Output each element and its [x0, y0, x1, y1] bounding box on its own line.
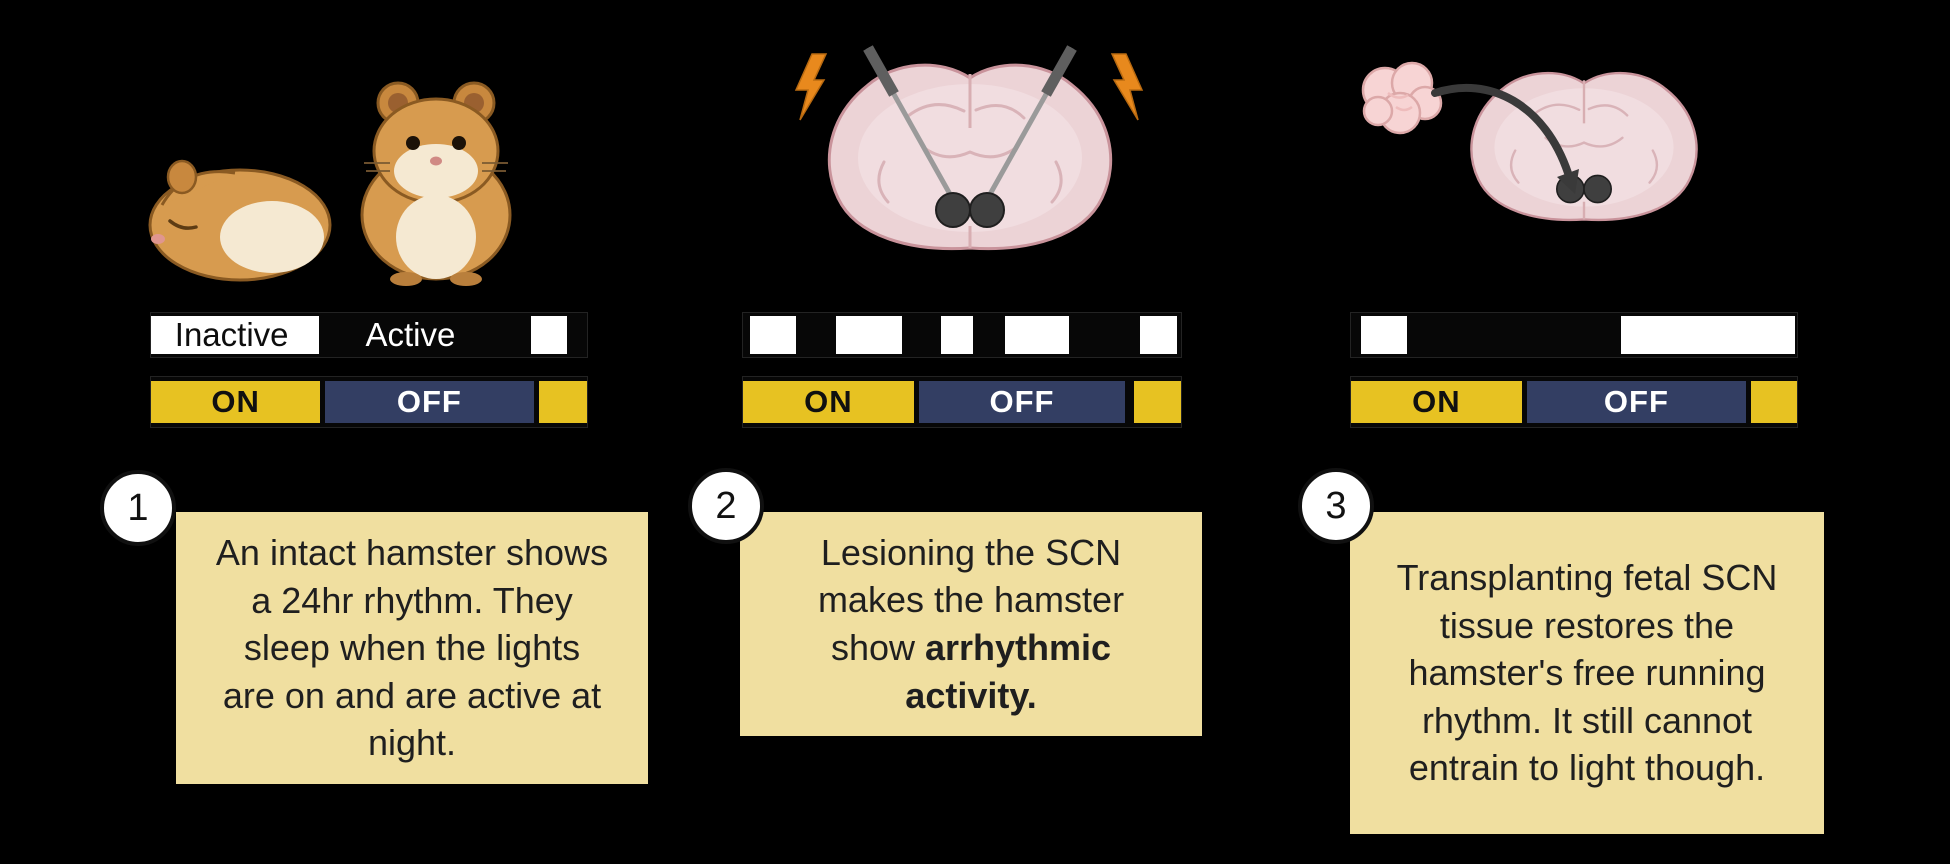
note-text-3: Transplanting fetal SCN tissue restores … — [1388, 554, 1786, 792]
activity-block — [151, 316, 319, 354]
activity-block — [1360, 316, 1407, 354]
activity-bar-3 — [1350, 312, 1798, 358]
activity-block — [1004, 316, 1070, 354]
activity-block — [1620, 316, 1795, 354]
light-segment-navy: OFF — [324, 381, 534, 423]
light-label: OFF — [396, 384, 462, 419]
lightning-bolt-icon — [1110, 53, 1144, 121]
sleeping-hamster-icon — [148, 159, 332, 282]
step-number-1: 1 — [100, 470, 176, 546]
activity-label: Inactive — [174, 316, 289, 353]
activity-bar-2 — [742, 312, 1182, 358]
step-number-2: 2 — [688, 468, 764, 544]
note-text-2: Lesioning the SCN makes the hamster show… — [778, 529, 1164, 719]
activity-label: Active — [365, 316, 456, 353]
scn-icon — [935, 192, 1005, 228]
note-box-1: An intact hamster shows a 24hr rhythm. T… — [176, 512, 648, 784]
step-number-3: 3 — [1298, 468, 1374, 544]
light-label: ON — [1412, 384, 1461, 419]
activity-block — [941, 316, 973, 354]
light-label: ON — [211, 384, 260, 419]
panel3-figure — [1330, 45, 1810, 290]
transplant-arrow-icon — [1431, 83, 1579, 194]
light-label: OFF — [1603, 384, 1669, 419]
note-box-2: Lesioning the SCN makes the hamster show… — [740, 512, 1202, 736]
scn-icon — [1556, 174, 1613, 204]
step-number-3-label: 3 — [1325, 484, 1347, 527]
light-segment-yellow — [1134, 381, 1181, 423]
light-bar-2: ON OFF — [742, 376, 1182, 428]
light-label: OFF — [989, 384, 1055, 419]
note-text-1-body: An intact hamster shows a 24hr rhythm. T… — [215, 532, 609, 764]
note-text-2-body: Lesioning the SCN makes the hamster show — [817, 531, 1125, 668]
note-text-2-bold: arrhythmic activity. — [905, 627, 1112, 716]
panel1-figure — [140, 55, 590, 290]
electrode-icon — [863, 45, 1077, 198]
note-box-3: Transplanting fetal SCN tissue restores … — [1350, 512, 1824, 834]
fetal-scn-tissue-icon — [1361, 61, 1443, 135]
light-label: ON — [804, 384, 853, 419]
panel2-figure — [790, 40, 1150, 290]
light-bar-1: ON OFF — [150, 376, 588, 428]
note-text-1: An intact hamster shows a 24hr rhythm. T… — [214, 529, 610, 767]
hamsters-illustration — [148, 81, 512, 286]
lightning-bolt-icon — [794, 53, 828, 121]
transplant-illustration — [1361, 61, 1698, 222]
light-segment-yellow — [1751, 381, 1797, 423]
lesioned-brain-icon — [827, 63, 1113, 251]
activity-block — [1139, 316, 1178, 354]
activity-block — [531, 316, 568, 354]
activity-bar-1: Inactive Active — [150, 312, 588, 358]
light-segment-navy: OFF — [918, 381, 1126, 423]
light-segment-yellow: ON — [1351, 381, 1522, 423]
light-segment-navy: OFF — [1526, 381, 1747, 423]
step-number-2-label: 2 — [715, 484, 737, 527]
lesioned-brain-illustration — [794, 45, 1144, 251]
activity-block — [835, 316, 902, 354]
step-number-1-label: 1 — [127, 486, 149, 529]
light-segment-yellow: ON — [151, 381, 321, 423]
active-hamster-icon — [360, 81, 512, 286]
activity-block — [750, 316, 797, 354]
light-segment-yellow: ON — [743, 381, 914, 423]
note-text-3-body: Transplanting fetal SCN tissue restores … — [1396, 557, 1778, 789]
light-segment-yellow — [538, 381, 587, 423]
light-bar-3: ON OFF — [1350, 376, 1798, 428]
